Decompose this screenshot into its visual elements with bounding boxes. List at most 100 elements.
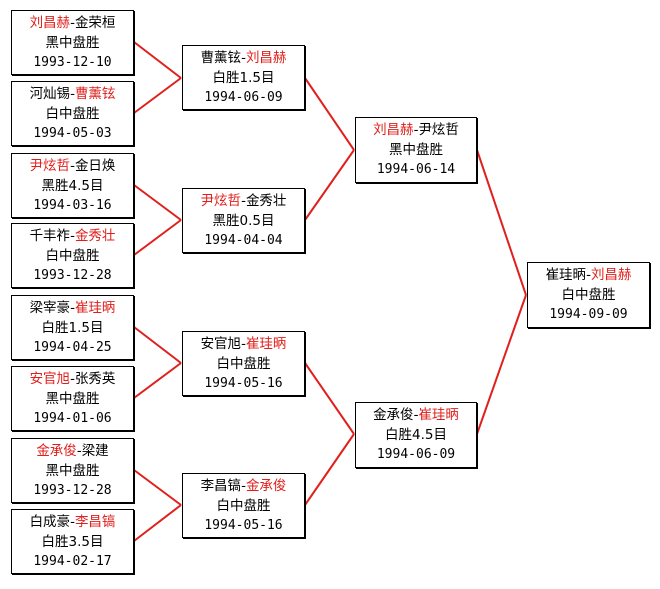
- player-2: 刘昌赫: [245, 49, 287, 66]
- player-1: 白成豪: [29, 513, 71, 530]
- match-result: 黑胜4.5目: [41, 177, 104, 194]
- match-players: 曹薰铉-刘昌赫: [201, 48, 287, 68]
- match-result: 黑中盘胜: [45, 462, 100, 479]
- match-result: 白胜1.5目: [41, 319, 104, 336]
- match-result: 白胜4.5目: [385, 427, 447, 443]
- separator: -: [70, 513, 75, 530]
- player-1: 千丰祚: [29, 227, 71, 244]
- player-1: 尹炫哲: [200, 192, 242, 209]
- player-2: 金秀壮: [245, 192, 287, 209]
- match-r1-7: 金承俊-梁建 黑中盘胜 1993-12-28: [11, 438, 134, 503]
- player-1: 梁宰豪: [29, 299, 71, 316]
- match-players: 河灿锡-曹薰铉: [30, 84, 116, 104]
- match-r3-1: 刘昌赫-尹炫哲 黑中盘胜 1994-06-14: [355, 117, 477, 183]
- match-players: 刘昌赫-金荣桓: [30, 13, 116, 33]
- separator: -: [241, 335, 246, 352]
- player-1: 安官旭: [200, 335, 242, 352]
- connector-r2-1: [304, 77, 355, 151]
- match-final: 崔珪昞-刘昌赫 白中盘胜 1994-09-09: [527, 262, 650, 328]
- connector-r1-5: [133, 326, 182, 364]
- match-r1-4: 千丰祚-金秀壮 白中盘胜 1993-12-28: [11, 223, 134, 288]
- player-2: 金承俊: [245, 477, 287, 494]
- match-r1-6: 安官旭-张秀英 黑中盘胜 1994-01-06: [11, 366, 134, 431]
- separator: -: [70, 14, 75, 31]
- connector-r1-6: [133, 362, 182, 399]
- player-2: 崔珪昞: [418, 407, 459, 423]
- player-1: 河灿锡: [29, 85, 71, 102]
- match-r2-3: 安官旭-崔珪昞 白中盘胜 1994-05-16: [182, 331, 305, 396]
- player-2: 金荣桓: [74, 14, 116, 31]
- match-r2-1: 曹薰铉-刘昌赫 白胜1.5目 1994-06-09: [182, 45, 305, 110]
- match-r1-8: 白成豪-李昌镐 白胜3.5目 1994-02-17: [11, 509, 134, 574]
- match-r2-4: 李昌镐-金承俊 白中盘胜 1994-05-16: [182, 473, 305, 538]
- match-players: 千丰祚-金秀壮: [30, 226, 116, 246]
- player-1: 刘昌赫: [29, 14, 71, 31]
- separator: -: [241, 49, 246, 66]
- player-1: 曹薰铉: [200, 49, 242, 66]
- player-1: 金承俊: [36, 442, 77, 459]
- match-players: 安官旭-张秀英: [30, 369, 116, 389]
- connector-r2-3: [304, 362, 355, 435]
- match-result: 白中盘胜: [561, 287, 616, 303]
- match-players: 梁宰豪-崔珪昞: [30, 298, 116, 318]
- match-result: 白胜1.5目: [212, 69, 275, 86]
- match-date: 1994-04-04: [204, 232, 283, 248]
- connector-r1-7: [133, 469, 182, 506]
- match-date: 1994-02-17: [33, 553, 112, 569]
- match-date: 1994-03-16: [33, 197, 112, 213]
- match-date: 1994-05-16: [204, 517, 283, 533]
- match-date: 1993-12-10: [33, 54, 112, 70]
- connector-r3-1: [476, 149, 527, 296]
- match-players: 崔珪昞-刘昌赫: [546, 265, 632, 285]
- player-2: 张秀英: [74, 370, 116, 387]
- match-r1-5: 梁宰豪-崔珪昞 白胜1.5目 1994-04-25: [11, 295, 134, 360]
- separator: -: [586, 267, 591, 283]
- match-result: 白中盘胜: [216, 497, 271, 514]
- separator: -: [70, 227, 75, 244]
- match-r2-2: 尹炫哲-金秀壮 黑胜0.5目 1994-04-04: [182, 188, 305, 253]
- connector-r2-4: [304, 433, 355, 506]
- separator: -: [241, 192, 246, 209]
- match-date: 1994-06-09: [204, 89, 283, 105]
- match-date: 1994-01-06: [33, 410, 112, 426]
- match-players: 尹炫哲-金秀壮: [201, 191, 287, 211]
- separator: -: [70, 85, 75, 102]
- separator: -: [70, 370, 75, 387]
- match-date: 1994-05-03: [33, 125, 112, 141]
- match-players: 金承俊-崔珪昞: [373, 405, 459, 425]
- player-2: 金秀壮: [74, 227, 116, 244]
- match-result: 白胜3.5目: [41, 533, 104, 550]
- player-1: 金承俊: [373, 407, 414, 423]
- match-result: 白中盘胜: [45, 247, 100, 264]
- match-r1-3: 尹炫哲-金日焕 黑胜4.5目 1994-03-16: [11, 153, 134, 218]
- connector-r1-8: [133, 504, 182, 542]
- match-r3-2: 金承俊-崔珪昞 白胜4.5目 1994-06-09: [355, 402, 477, 468]
- match-players: 金承俊-梁建: [36, 441, 108, 461]
- match-players: 白成豪-李昌镐: [30, 512, 116, 532]
- player-1: 刘昌赫: [373, 122, 414, 138]
- player-2: 曹薰铉: [74, 85, 116, 102]
- match-date: 1994-04-25: [33, 339, 112, 355]
- connector-r2-2: [304, 149, 355, 221]
- connector-r1-2: [133, 77, 182, 114]
- separator: -: [413, 407, 419, 423]
- match-result: 黑中盘胜: [45, 34, 100, 51]
- match-result: 白中盘胜: [216, 355, 271, 372]
- player-2: 崔珪昞: [74, 299, 116, 316]
- match-date: 1994-06-14: [376, 162, 456, 177]
- player-1: 崔珪昞: [545, 267, 587, 283]
- separator: -: [413, 122, 419, 138]
- match-r1-1: 刘昌赫-金荣桓 黑中盘胜 1993-12-10: [11, 10, 134, 75]
- match-result: 黑中盘胜: [389, 142, 443, 158]
- match-players: 李昌镐-金承俊: [201, 476, 287, 496]
- match-result: 白中盘胜: [45, 105, 100, 122]
- match-players: 刘昌赫-尹炫哲: [373, 120, 459, 140]
- separator: -: [70, 157, 75, 174]
- connector-r1-4: [133, 219, 182, 256]
- player-1: 尹炫哲: [29, 157, 71, 174]
- match-result: 黑中盘胜: [45, 390, 100, 407]
- player-1: 安官旭: [29, 370, 71, 387]
- match-players: 安官旭-崔珪昞: [201, 334, 287, 354]
- separator: -: [70, 299, 75, 316]
- match-date: 1993-12-28: [33, 482, 112, 498]
